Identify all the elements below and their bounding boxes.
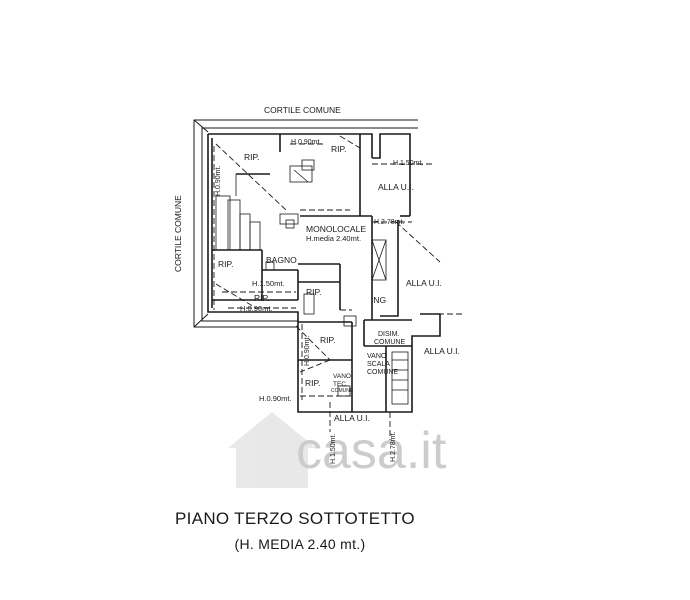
vano-label: VANO [367,353,387,360]
h090-mid-label: H.0.90mt. [240,304,273,313]
rip-top-left-label: RIP. [244,152,259,162]
cortile-top-label: CORTILE COMUNE [264,105,341,115]
alla-ui-3-label: ALLA U.I. [424,346,460,356]
rip-left-label: RIP. [218,259,233,269]
h-media-label: H.media 2.40mt. [306,234,361,243]
casa-it-watermark: casa.it [228,412,447,488]
room-labels: CORTILE COMUNE CORTILE COMUNE RIP. H.0.9… [173,105,460,464]
vano-tec-label: VANO [333,373,351,380]
scala-label: SCALA [367,361,390,368]
cortile-left-label: CORTILE COMUNE [173,195,183,272]
comune-1-label: COMUNE [374,339,405,346]
courtyard-boundary [193,119,418,328]
comune-2-label: COMUNE [367,369,398,376]
h150-bottom-vertical-label: H.1.50mt. [330,434,337,464]
alla-ui-2-label: ALLA U.I. [406,278,442,288]
tec-label: TEC. [333,381,348,388]
alla-ui-1-label: ALLA U.I. [378,182,414,192]
interior-details [215,159,409,405]
rip-lower-label: RIP. [320,335,335,345]
height-lines [213,135,464,440]
building-walls [207,133,441,413]
h090-left-vertical-label: H.0.90mt. [215,166,222,196]
plan-title: PIANO TERZO SOTTOTETTO [175,509,415,528]
rip-small-label: RIP. [254,293,269,303]
h090-top-label: H.0.90mt. [291,139,321,146]
bagno-label: BAGNO [266,255,297,265]
h278-bottom-vertical-label: H.2.78mt. [390,432,397,462]
watermark-text: casa.it [296,422,447,480]
rip-bottom-label: RIP. [305,378,320,388]
h150-mid-label: H.1.50mt. [252,279,285,288]
house-logo-icon [228,412,316,488]
h278-mid-label: H.2.78mt. [374,219,404,226]
h090-lower-vertical-label: H.0.90mt. [304,336,311,366]
disim-label: DISIM. [378,331,399,338]
plan-subtitle: (H. MEDIA 2.40 mt.) [234,536,366,552]
comune-3-label: COMUNE [331,388,354,394]
alla-ui-4-label: ALLA U.I. [334,413,370,423]
h150-top-label: H.1.50mt. [393,160,423,167]
rip-top-mid-label: RIP. [331,144,346,154]
monolocale-label: MONOLOCALE [306,224,366,234]
rip-mid-label: RIP. [306,287,321,297]
h090-bottom-label: H.0.90mt. [259,394,292,403]
ing-label: ING [371,295,386,305]
